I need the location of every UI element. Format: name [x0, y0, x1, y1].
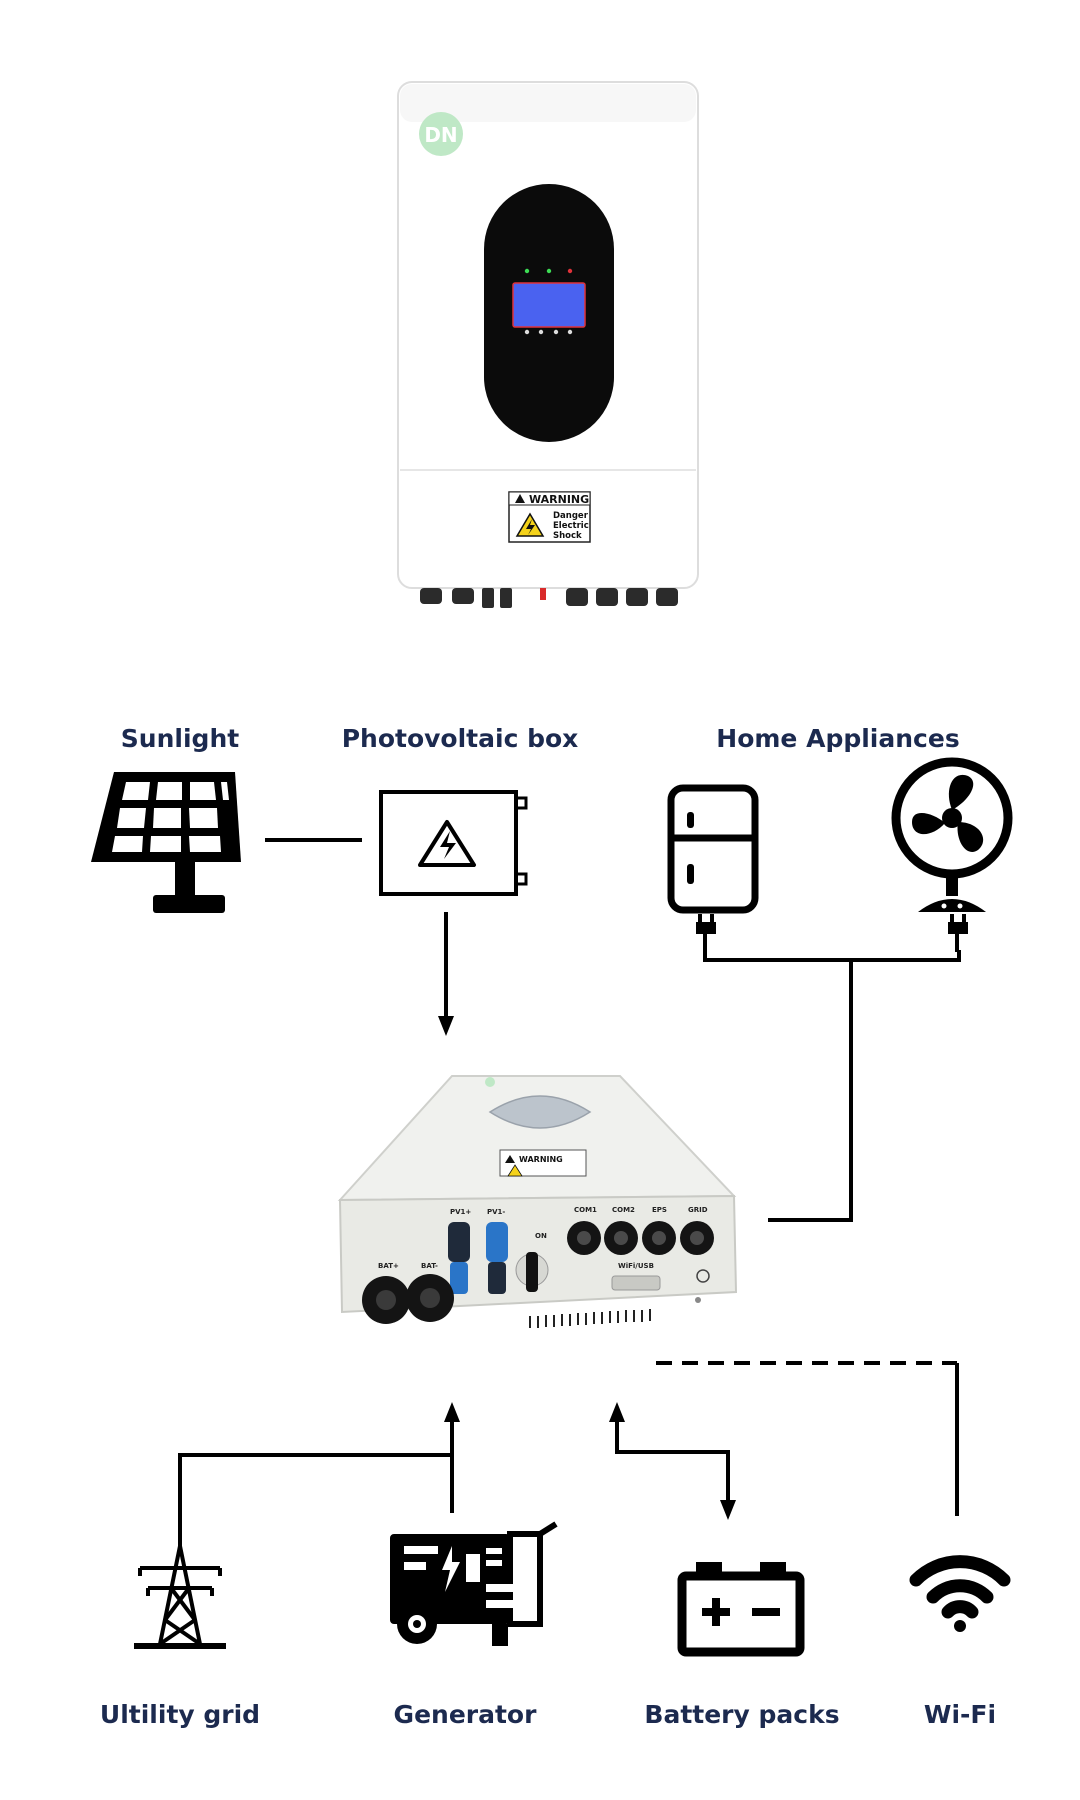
- port-label-com1: COM1: [574, 1206, 597, 1214]
- fridge-plug-icon: [696, 914, 716, 952]
- status-led: [546, 268, 552, 274]
- port-label-bat-plus: BAT+: [378, 1262, 399, 1270]
- label-battery-packs: Battery packs: [644, 1700, 840, 1729]
- panel-button: [524, 329, 530, 335]
- arrow-head-down: [438, 1016, 454, 1036]
- inverter-warning-title: WARNING: [519, 1155, 563, 1164]
- port-label-pv1-plus: PV1+: [450, 1208, 471, 1216]
- solar-panel-icon: [91, 772, 241, 913]
- inverter-front-image: DN WARNING Danger Electric Shock: [397, 81, 699, 608]
- label-utility-grid: Ultility grid: [99, 1700, 261, 1729]
- arrow-head-up-battery: [609, 1402, 625, 1422]
- label-generator: Generator: [393, 1700, 537, 1729]
- port-label-bat-minus: BAT-: [421, 1262, 438, 1270]
- panel-button: [553, 329, 559, 335]
- appliances-connector: [703, 950, 961, 1222]
- port-label-pv1-minus: PV1-: [487, 1208, 505, 1216]
- port-label-grid: GRID: [688, 1206, 708, 1214]
- grid-generator-connector: [178, 1418, 454, 1535]
- wifi-connector: [656, 1361, 959, 1516]
- generator-icon: [390, 1521, 558, 1646]
- port-label-com2: COM2: [612, 1206, 635, 1214]
- label-home-appliances: Home Appliances: [716, 724, 960, 753]
- warning-line-3: Shock: [553, 531, 582, 541]
- label-photovoltaic-box: Photovoltaic box: [341, 724, 579, 753]
- brand-logo-text: DN: [424, 123, 457, 147]
- refrigerator-icon: [667, 784, 759, 914]
- pv-box-icon: [379, 790, 528, 896]
- warning-line-1: Danger: [553, 511, 589, 521]
- port-label-eps: EPS: [652, 1206, 667, 1214]
- power-tower-icon: [134, 1532, 226, 1649]
- battery-connector: [615, 1418, 730, 1504]
- status-led: [524, 268, 530, 274]
- label-sunlight: Sunlight: [120, 724, 240, 753]
- port-label-wifi-usb: WiFi/USB: [618, 1262, 654, 1270]
- fan-plug-icon: [948, 914, 968, 952]
- wifi-icon: [909, 1555, 1011, 1632]
- battery-glands: [362, 1274, 454, 1324]
- panel-button: [567, 329, 573, 335]
- pv-connectors: [448, 1222, 508, 1294]
- label-wifi: Wi-Fi: [923, 1700, 997, 1729]
- warning-line-2: Electric: [553, 521, 589, 531]
- inverter-bottom-image: WARNING PV1+ PV1- COM1 COM2 EPS GRID BAT…: [337, 1075, 738, 1328]
- panel-button: [538, 329, 544, 335]
- warning-sticker: WARNING Danger Electric Shock: [508, 491, 591, 543]
- brand-logo: DN: [419, 112, 463, 156]
- fan-icon: [891, 757, 1013, 912]
- arrow-head-down-battery: [720, 1500, 736, 1520]
- warning-title: WARNING: [529, 493, 589, 506]
- dc-switch: [515, 1252, 549, 1292]
- lcd-screen: [512, 282, 586, 328]
- wifi-usb-port: [611, 1275, 661, 1291]
- status-led: [567, 268, 573, 274]
- battery-icon: [677, 1562, 805, 1657]
- bottom-connectors: [420, 588, 678, 608]
- arrow-head-up-grid: [444, 1402, 460, 1422]
- switch-label-on: ON: [535, 1232, 547, 1240]
